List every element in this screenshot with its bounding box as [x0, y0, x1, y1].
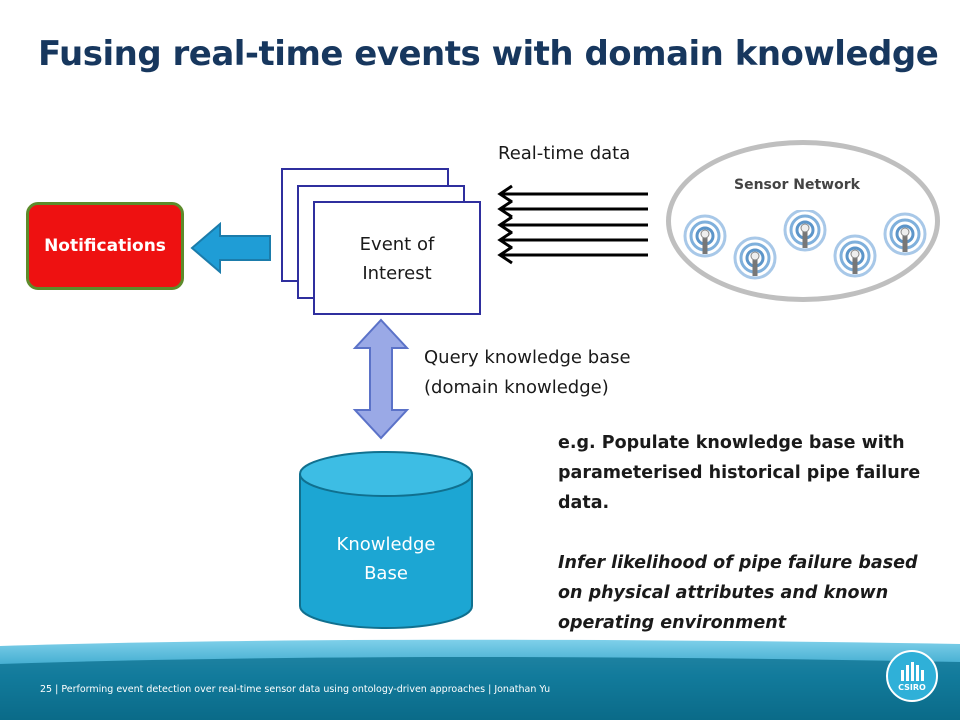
note-italic-line3: operating environment	[558, 613, 787, 633]
realtime-data-label: Real-time data	[498, 143, 631, 164]
footer-text: 25 | Performing event detection over rea…	[40, 684, 551, 695]
knowledge-base-label: Knowledge Base	[300, 530, 472, 588]
kb-line2: Base	[364, 563, 408, 584]
note-italic-line2: on physical attributes and known	[558, 583, 889, 603]
sensor-network-ellipse	[666, 140, 940, 302]
note-italic-line1: Infer likelihood of pipe failure based	[558, 553, 918, 573]
query-line1: Query knowledge base	[424, 347, 631, 368]
query-label: Query knowledge base (domain knowledge)	[424, 343, 631, 403]
sensor-network-label: Sensor Network	[734, 177, 860, 193]
notifications-box: Notifications	[26, 202, 184, 290]
slide-title: Fusing real-time events with domain know…	[38, 34, 939, 74]
antenna-icon	[783, 210, 827, 252]
note-bold-line2: parameterised historical pipe failure	[558, 463, 921, 483]
note-bold-line1: e.g. Populate knowledge base with	[558, 433, 905, 453]
antenna-icon	[683, 214, 727, 258]
notifications-label: Notifications	[44, 236, 166, 256]
notes-text: e.g. Populate knowledge base with parame…	[558, 428, 943, 638]
footer-band	[0, 639, 960, 720]
event-of-interest-label: Event of Interest	[315, 230, 479, 288]
notify-arrow	[190, 222, 271, 274]
antenna-icon	[883, 212, 927, 256]
antenna-icon	[833, 234, 877, 278]
query-double-arrow	[352, 318, 410, 440]
event-label-line1: Event of	[359, 234, 435, 255]
knowledge-base-cylinder	[299, 451, 473, 629]
realtime-arrows	[497, 184, 648, 265]
csiro-logo-icon	[901, 662, 924, 681]
kb-line1: Knowledge	[336, 534, 436, 555]
event-card-front	[313, 201, 481, 315]
query-line2: (domain knowledge)	[424, 377, 609, 398]
note-bold-line3: data.	[558, 493, 610, 513]
csiro-logo-text: CSIRO	[898, 683, 926, 692]
sensor-icons	[683, 210, 927, 280]
antenna-icon	[733, 236, 777, 280]
csiro-logo: CSIRO	[886, 650, 938, 702]
event-label-line2: Interest	[362, 263, 432, 284]
